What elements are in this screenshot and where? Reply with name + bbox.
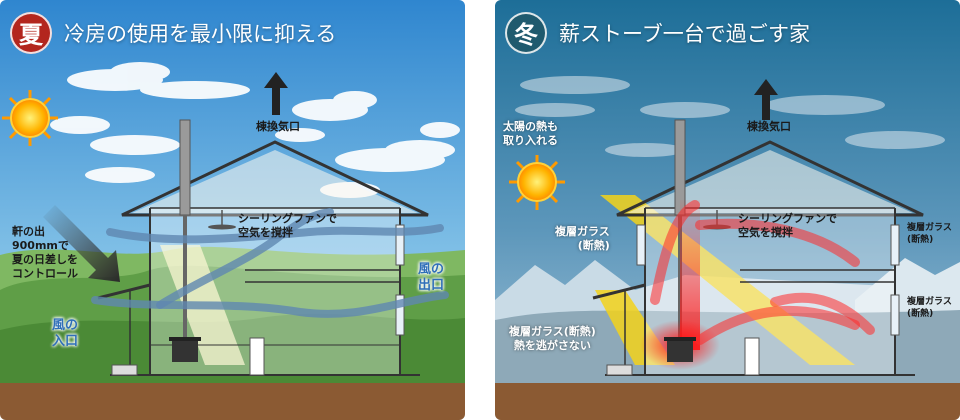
gll-line-2: 熱を逃がさない — [513, 339, 591, 352]
winter-sun-icon — [509, 155, 565, 210]
sunlight-arrow-icon — [43, 205, 120, 282]
summer-panel: 夏 冷房の使用を最小限に抑える 棟換気口 軒の出 900mmで 夏の日差しを コ… — [0, 0, 465, 420]
fan-line-1: シーリングファンで — [238, 212, 337, 225]
eave-line-2: 900mmで — [12, 239, 69, 252]
summer-badge: 夏 — [10, 12, 52, 54]
gur-line-1: 複層ガラス — [907, 223, 952, 233]
summer-eave-label: 軒の出 900mmで 夏の日差しを コントロール — [12, 225, 78, 281]
wind-in-line-1: 風の — [52, 318, 79, 333]
summer-title: 冷房の使用を最小限に抑える — [64, 22, 337, 46]
fan-line-2: 空気を撹拌 — [238, 226, 293, 239]
gur-line-2: (断熱) — [907, 235, 934, 245]
eave-line-4: コントロール — [12, 267, 78, 280]
winter-fan-label: シーリングファンで 空気を撹拌 — [738, 212, 837, 240]
glr-line-2: (断熱) — [907, 309, 934, 319]
winter-badge: 冬 — [505, 12, 547, 54]
wind-in-label: 風の 入口 — [52, 318, 78, 350]
w-fan-line-2: 空気を撹拌 — [738, 226, 793, 239]
winter-panel: 冬 薪ストーブ一台で過ごす家 棟換気口 太陽の熱も 取り入れる シーリングファン… — [495, 0, 960, 420]
summer-vent-label: 棟換気口 — [256, 120, 300, 133]
winter-vent-label: 棟換気口 — [747, 120, 791, 133]
sun-line-1: 太陽の熱も — [503, 120, 558, 133]
summer-fan-label: シーリングファンで 空気を撹拌 — [238, 212, 337, 240]
winter-vent-up-arrow-icon — [754, 79, 778, 120]
winter-title: 薪ストーブ一台で過ごす家 — [559, 22, 810, 46]
wind-out-line-1: 風の — [418, 262, 445, 277]
sun-icon — [2, 90, 58, 146]
eave-line-3: 夏の日差しを — [12, 253, 78, 266]
winter-sun-label: 太陽の熱も 取り入れる — [503, 120, 558, 148]
gul-line-2: (断熱) — [577, 239, 610, 252]
gll-line-1: 複層ガラス(断熱) — [509, 325, 596, 338]
eave-line-1: 軒の出 — [12, 225, 45, 238]
summer-scene — [0, 0, 465, 420]
glass-lower-left-label: 複層ガラス(断熱) 熱を逃がさない — [509, 325, 596, 353]
glr-line-1: 複層ガラス — [907, 297, 952, 307]
glass-upper-left-label: 複層ガラス (断熱) — [555, 225, 610, 253]
winter-scene — [495, 0, 960, 420]
glass-lower-right-label: 複層ガラス (断熱) — [907, 296, 952, 320]
wind-in-line-2: 入口 — [52, 334, 79, 349]
sun-line-2: 取り入れる — [503, 134, 558, 147]
wind-out-line-2: 出口 — [418, 278, 445, 293]
w-fan-line-1: シーリングファンで — [738, 212, 837, 225]
gul-line-1: 複層ガラス — [555, 225, 610, 238]
glass-upper-right-label: 複層ガラス (断熱) — [907, 222, 952, 246]
wind-out-label: 風の 出口 — [418, 262, 444, 294]
vent-up-arrow-icon — [264, 72, 288, 115]
